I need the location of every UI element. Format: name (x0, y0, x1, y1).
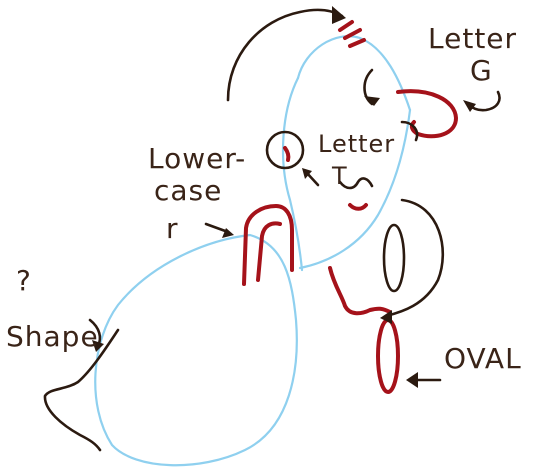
top-arc-arrowhead (332, 6, 346, 24)
label-shape-word: Shape (6, 320, 99, 353)
label-lowercase-line3: r (166, 212, 179, 245)
label-letter-g-line1: Letter (428, 22, 517, 55)
nose-stroke (348, 203, 368, 211)
label-letter-t-line1: Letter (318, 130, 395, 158)
tail-shape (43, 328, 120, 452)
letter-t-circle (265, 130, 305, 170)
guide-shapes (94, 35, 412, 467)
ear-tip-stroke (338, 20, 366, 48)
lowercase-r-stroke (242, 204, 294, 286)
lower-oval-stroke (376, 318, 400, 394)
hook-left-arrowhead (364, 96, 380, 106)
hook-right (400, 120, 419, 142)
eye-stroke (283, 146, 291, 162)
letter-g-arrowhead (463, 100, 476, 112)
label-letter-g-line2: G (470, 54, 493, 87)
right-arc-arrowhead (380, 310, 392, 324)
labels: Letter G Letter T Lower- case r ? Shape … (6, 22, 522, 375)
guide-body-oval (94, 233, 298, 467)
label-shape-question: ? (16, 264, 32, 297)
letter-t-arrowhead (302, 168, 312, 179)
red-strokes (242, 20, 458, 394)
right-arc-arrow (384, 198, 445, 318)
top-arc-arrow (226, 8, 344, 102)
guide-neck-right (298, 108, 412, 270)
shape-arrowhead (92, 340, 104, 352)
label-lowercase-line1: Lower- (148, 142, 246, 175)
guide-neck-left (281, 76, 304, 272)
annotation-strokes (43, 6, 501, 452)
lowercase-r-arrowhead (222, 228, 234, 238)
lowercase-r-arrow (204, 222, 230, 234)
letter-g-curve (396, 89, 458, 139)
oval-arrowhead (406, 372, 418, 388)
mouth-squiggle (338, 177, 374, 190)
label-lowercase-line2: case (154, 174, 222, 207)
arm-stroke (328, 266, 392, 316)
label-letter-t-line2: T (331, 162, 348, 190)
upper-oval (382, 223, 406, 293)
guide-head (296, 35, 412, 112)
label-oval: OVAL (444, 342, 522, 375)
